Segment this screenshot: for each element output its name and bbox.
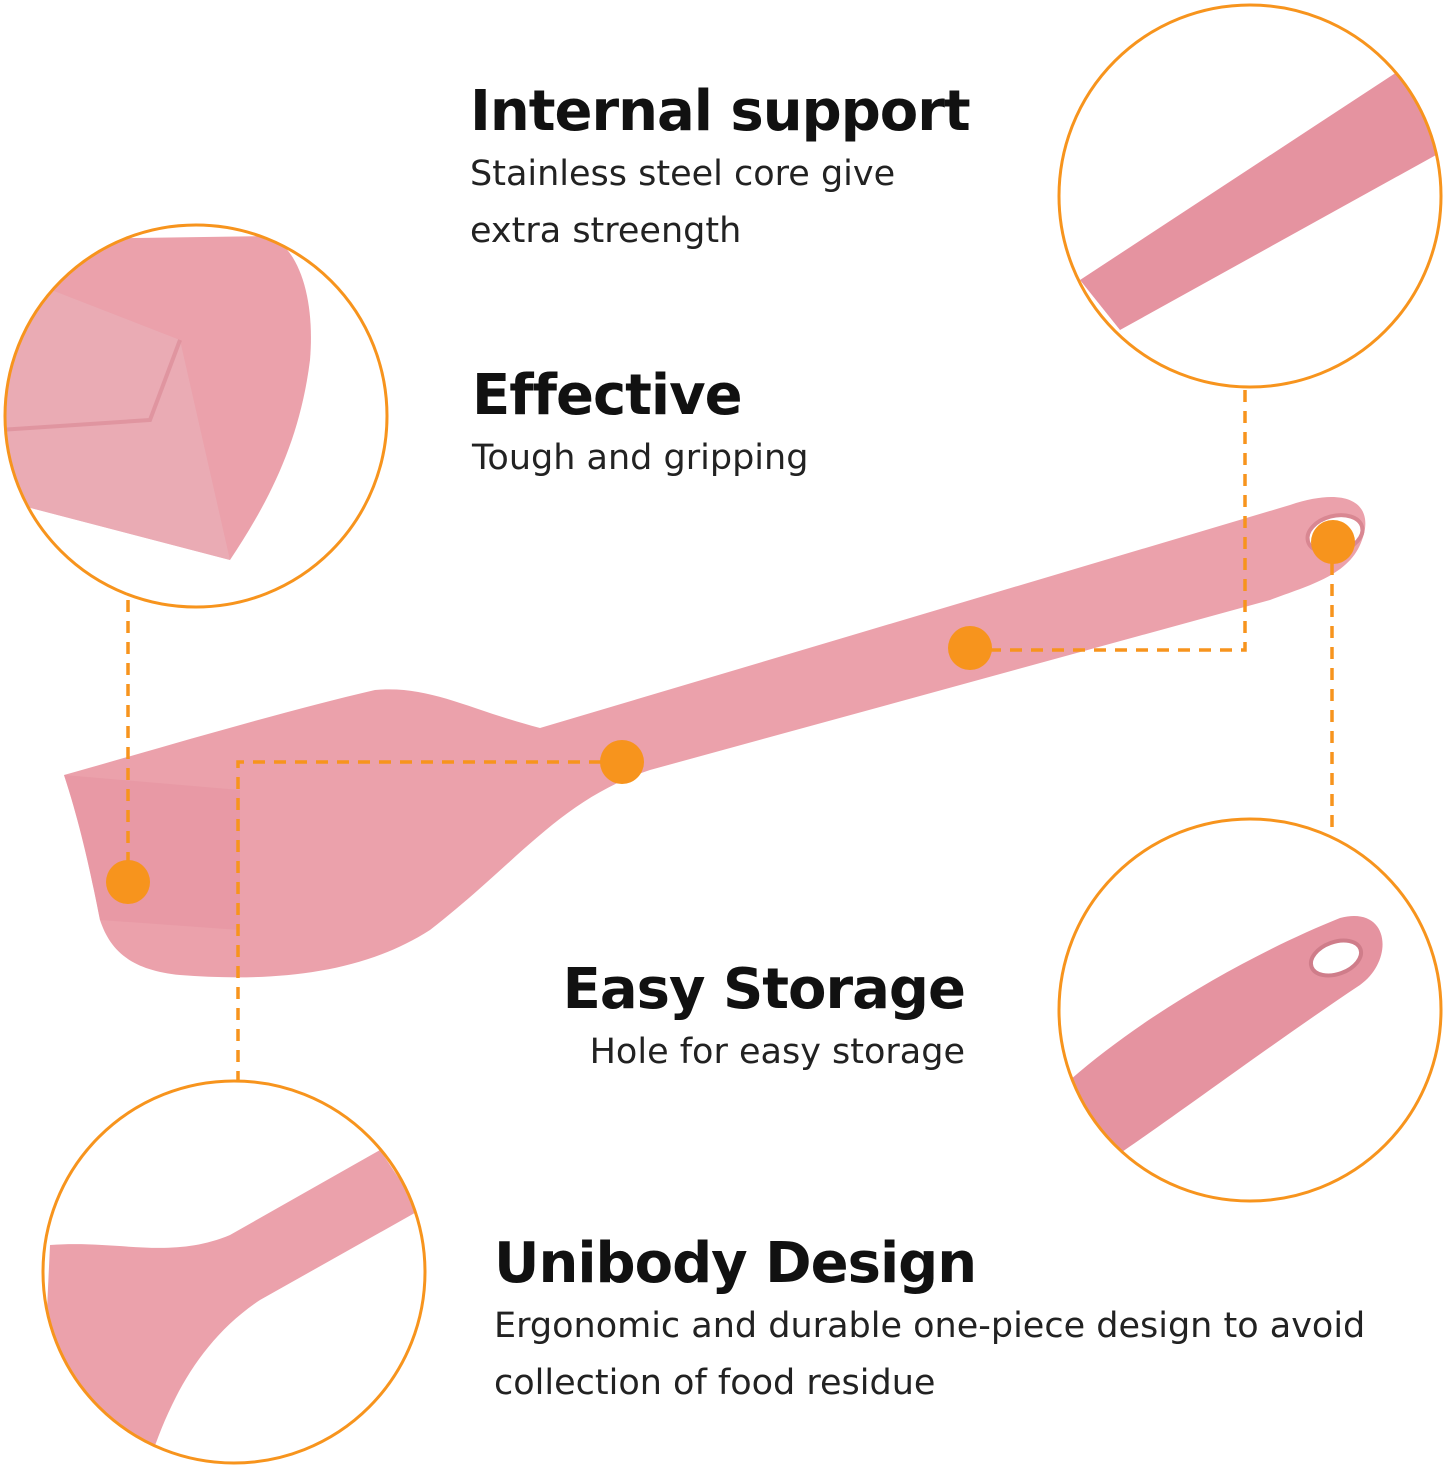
- feature-description: Tough and gripping: [472, 438, 809, 479]
- spatula-body: [64, 497, 1366, 978]
- callout-dots: [106, 520, 1355, 904]
- feature-effective: Effective Tough and gripping: [472, 363, 809, 487]
- orange-dot-icon: [600, 740, 644, 784]
- feature-easy-storage: Easy Storage Hole for easy storage: [562, 957, 966, 1081]
- orange-dot-icon: [1311, 520, 1355, 564]
- spatula-blade-shade: [64, 775, 240, 930]
- feature-unibody-design: Unibody Design Ergonomic and durable one…: [494, 1231, 1366, 1412]
- orange-dot-icon: [948, 626, 992, 670]
- orange-dot-icon: [106, 860, 150, 904]
- feature-title: Internal support: [470, 79, 971, 144]
- leader-lines: [126, 390, 1334, 1080]
- feature-title: Effective: [472, 363, 743, 428]
- feature-description: Stainless steel core give extra streengt…: [470, 154, 896, 252]
- zoom-circle-handle: [1057, 3, 1443, 389]
- feature-internal-support: Internal support Stainless steel core gi…: [470, 79, 971, 260]
- leader-line-unibody: [236, 760, 622, 1080]
- feature-title: Easy Storage: [562, 957, 966, 1022]
- zoom-circle-hole: [1057, 817, 1443, 1203]
- leader-line-internal-support: [970, 390, 1247, 652]
- feature-description: Ergonomic and durable one-piece design t…: [494, 1306, 1366, 1404]
- zoom-circle-neck: [41, 1079, 427, 1465]
- feature-description: Hole for easy storage: [589, 1032, 965, 1073]
- feature-title: Unibody Design: [494, 1231, 977, 1296]
- spatula: [64, 497, 1366, 978]
- zoom-circle-blade-tip: [3, 223, 389, 609]
